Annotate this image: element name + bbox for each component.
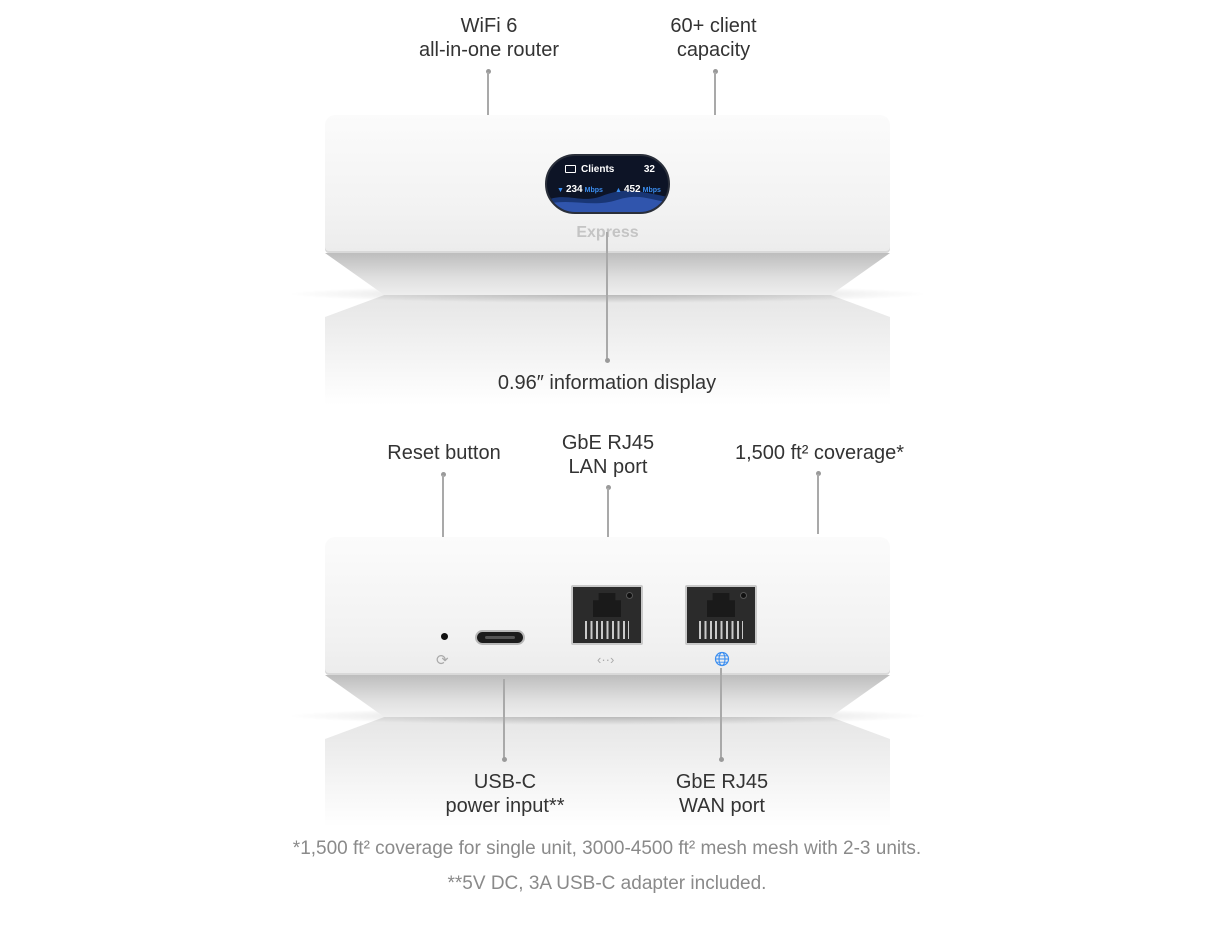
clients-callout-line — [714, 72, 716, 117]
upload-arrow-icon: ▲ — [615, 187, 622, 194]
wan-port-led — [740, 592, 747, 599]
upload-value: 452 — [623, 184, 641, 195]
wan-callout-line — [720, 668, 722, 759]
download-value: 234 — [565, 184, 583, 195]
lan-port — [571, 585, 643, 645]
reset-button — [441, 633, 448, 640]
coverage-callout-text: 1,500 ft² coverage* — [735, 442, 904, 464]
usbc-callout-line1: USB-C — [473, 771, 537, 793]
wan-callout-line2: WAN port — [679, 795, 765, 817]
coverage-footnote: *1,500 ft² coverage for single unit, 300… — [292, 838, 922, 859]
wifi-callout-line1: WiFi 6 — [460, 15, 518, 37]
monitor-icon — [565, 165, 576, 173]
lan-port-led — [626, 592, 633, 599]
reset-callout-dot — [441, 472, 446, 477]
lan-callout-dot — [606, 485, 611, 490]
display-clients-label: Clients — [581, 164, 615, 175]
clients-callout-line2: capacity — [676, 39, 751, 61]
traffic-wave-graphic — [547, 190, 668, 212]
wan-callout-line1: GbE RJ45 — [675, 771, 769, 793]
display-callout-line — [606, 232, 608, 360]
usbc-callout-line2: power input** — [445, 795, 565, 817]
usbc-callout: USB-C power input** — [430, 770, 580, 818]
adapter-footnote: **5V DC, 3A USB-C adapter included. — [447, 873, 767, 894]
display-clients-count: 32 — [643, 164, 655, 175]
back-reflection — [325, 717, 890, 827]
router-back-view: ⟳ ‹··› — [285, 537, 930, 827]
wan-port-socket — [707, 593, 735, 617]
wifi-callout-line2: all-in-one router — [418, 39, 560, 61]
back-base — [325, 675, 890, 717]
wan-port-pins — [699, 621, 743, 639]
display-callout: 0.96″ information display — [457, 371, 757, 395]
coverage-callout-line — [817, 474, 819, 534]
download-unit: Mbps — [584, 187, 603, 194]
wan-port — [685, 585, 757, 645]
wifi-callout-dot — [486, 69, 491, 74]
coverage-callout: 1,500 ft² coverage* — [722, 441, 917, 465]
display-callout-dot — [605, 358, 610, 363]
wifi-callout: WiFi 6 all-in-one router — [414, 14, 564, 62]
lan-callout: GbE RJ45 LAN port — [553, 431, 663, 479]
display-callout-text: 0.96″ information display — [497, 372, 717, 394]
wifi-callout-line — [487, 72, 489, 117]
lan-port-pins — [585, 621, 629, 639]
reset-callout: Reset button — [374, 441, 514, 465]
lan-port-socket — [593, 593, 621, 617]
reset-icon: ⟳ — [436, 652, 449, 669]
clients-callout-dot — [713, 69, 718, 74]
reset-callout-text: Reset button — [387, 442, 501, 464]
upload-unit: Mbps — [642, 187, 661, 194]
wan-callout-dot — [719, 757, 724, 762]
lan-callout-line1: GbE RJ45 — [561, 432, 655, 454]
clients-callout: 60+ client capacity — [656, 14, 771, 62]
usb-c-port — [475, 630, 525, 645]
globe-icon — [714, 651, 730, 667]
download-arrow-icon: ▼ — [557, 187, 564, 194]
clients-callout-line1: 60+ client — [670, 15, 757, 37]
usbc-callout-line — [503, 679, 505, 759]
coverage-callout-dot — [816, 471, 821, 476]
wan-callout: GbE RJ45 WAN port — [666, 770, 778, 818]
usbc-callout-dot — [502, 757, 507, 762]
lan-callout-line2: LAN port — [568, 456, 648, 478]
lan-icon: ‹··› — [597, 652, 615, 667]
